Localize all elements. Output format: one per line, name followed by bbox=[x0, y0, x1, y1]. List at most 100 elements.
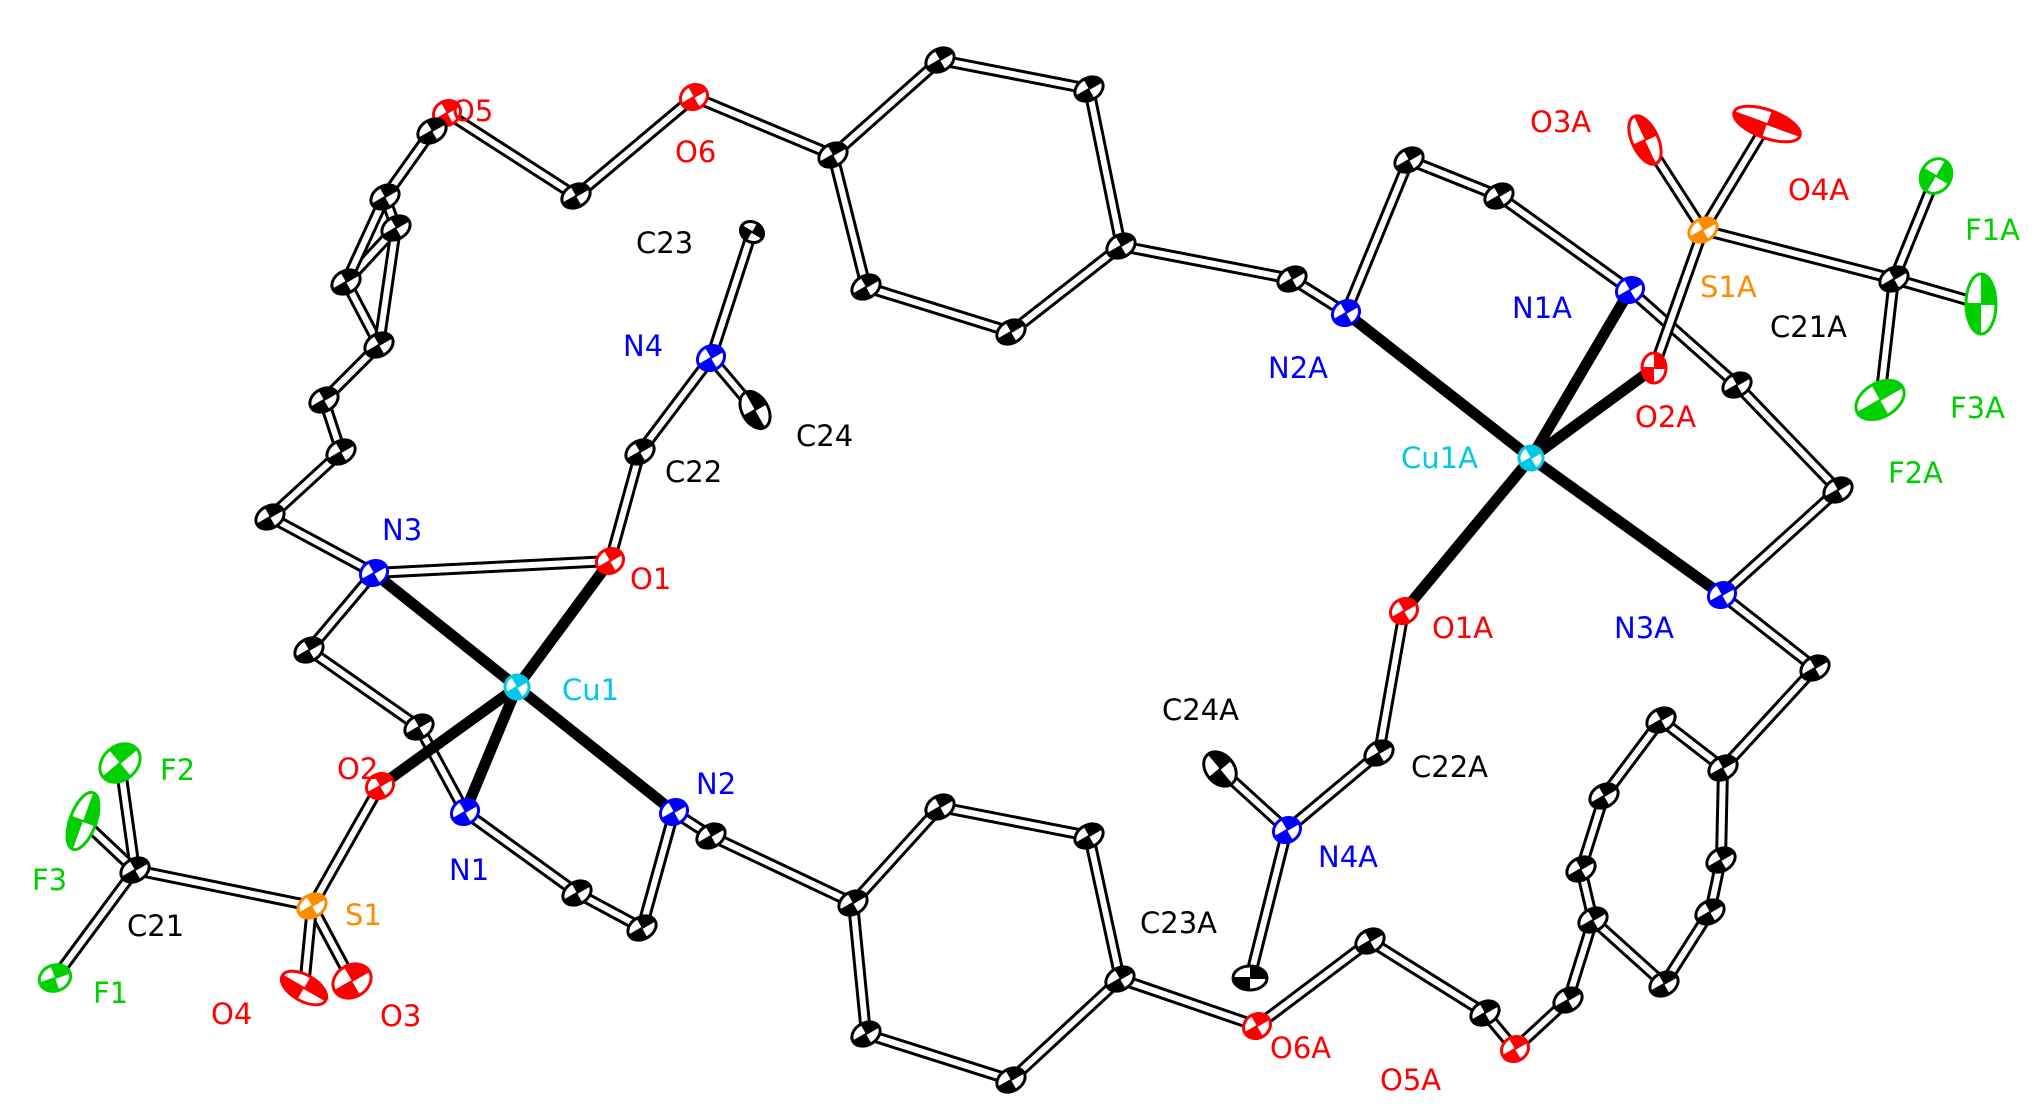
atom-octant bbox=[122, 870, 141, 883]
coordination-bond bbox=[1525, 362, 1660, 464]
atom-f3 bbox=[65, 790, 101, 852]
bond-fill bbox=[1700, 121, 1770, 233]
principal-axis bbox=[1278, 270, 1306, 288]
principal-axis bbox=[1075, 827, 1103, 845]
atom-r2a bbox=[924, 46, 956, 74]
atom-r1d bbox=[363, 331, 395, 359]
principal-axis bbox=[506, 680, 528, 694]
principal-axis bbox=[1824, 481, 1852, 499]
bond-fill bbox=[830, 57, 943, 158]
atom-r2e bbox=[850, 273, 882, 301]
atom-r1g bbox=[254, 503, 286, 531]
coordination-bond bbox=[511, 681, 680, 818]
atom-octant bbox=[1083, 76, 1102, 89]
atom-o2a bbox=[1640, 351, 1668, 385]
atom-f2 bbox=[98, 742, 142, 784]
principal-axis bbox=[597, 553, 623, 569]
atom-octant bbox=[1005, 1067, 1024, 1080]
atom-c23a bbox=[1231, 964, 1269, 992]
atom-n4a bbox=[1271, 815, 1303, 845]
atom-n3 bbox=[358, 558, 390, 588]
atom-cn2a bbox=[1276, 265, 1308, 293]
atom-octant bbox=[1708, 860, 1727, 873]
principal-axis bbox=[1579, 911, 1607, 929]
principal-axis bbox=[926, 798, 954, 816]
atom-octant bbox=[103, 763, 131, 783]
principal-axis bbox=[405, 718, 433, 736]
atom-octant bbox=[406, 727, 425, 740]
atom-c24 bbox=[738, 390, 772, 430]
atom-octant bbox=[334, 981, 360, 999]
bond-fill bbox=[1406, 157, 1502, 199]
bond-fill bbox=[1700, 227, 1897, 282]
atom-r3a bbox=[1707, 754, 1739, 782]
bond-fill bbox=[1343, 157, 1412, 316]
bond-fill bbox=[639, 809, 677, 931]
label-C21A: C21A bbox=[1770, 310, 1847, 344]
atom-octant bbox=[311, 400, 330, 413]
bond-fill bbox=[1118, 243, 1295, 282]
atom-r3d bbox=[1565, 855, 1597, 883]
principal-axis bbox=[256, 508, 284, 526]
label-C24: C24 bbox=[796, 419, 853, 453]
atom-octant bbox=[571, 880, 590, 893]
principal-axis bbox=[852, 1025, 880, 1043]
atom-s1a bbox=[1687, 216, 1719, 244]
atom-ca3 bbox=[1721, 371, 1753, 399]
atom-octant bbox=[419, 131, 438, 144]
atom-r1a bbox=[369, 183, 401, 211]
atom-octant bbox=[1244, 1026, 1263, 1039]
principal-axis bbox=[1333, 305, 1359, 321]
label-C22: C22 bbox=[665, 455, 722, 489]
bond-fill bbox=[637, 355, 714, 455]
label-O1: O1 bbox=[630, 562, 671, 596]
principal-axis bbox=[819, 146, 847, 164]
principal-axis bbox=[1880, 270, 1908, 288]
principal-axis bbox=[1554, 991, 1582, 1009]
atom-octant bbox=[1871, 380, 1903, 400]
atom-octant bbox=[1525, 446, 1542, 458]
atom-octant bbox=[1591, 796, 1610, 809]
bond-fill bbox=[343, 194, 388, 285]
atom-r2f bbox=[817, 141, 849, 169]
atom-r3h bbox=[1705, 846, 1737, 874]
atom-cn2a bbox=[695, 822, 727, 850]
bond-fill bbox=[132, 867, 315, 909]
atom-octant bbox=[927, 807, 946, 820]
principal-axis bbox=[1471, 1004, 1499, 1022]
bond-fill bbox=[708, 833, 856, 906]
label-N2: N2 bbox=[696, 767, 736, 801]
atom-co5aa bbox=[1469, 999, 1501, 1027]
atom-octant bbox=[1568, 869, 1587, 882]
atom-octant bbox=[335, 439, 354, 452]
label-C23: C23 bbox=[636, 226, 693, 260]
atom-octant bbox=[373, 332, 392, 345]
principal-axis bbox=[1365, 744, 1393, 762]
atom-octant bbox=[1398, 598, 1417, 611]
bond-fill bbox=[1719, 592, 1818, 671]
principal-axis bbox=[1208, 759, 1232, 779]
atom-octant bbox=[459, 799, 478, 812]
label-N2A: N2A bbox=[1268, 351, 1328, 385]
principal-axis bbox=[39, 971, 71, 985]
atom-cn1a bbox=[561, 879, 593, 907]
atom-octant bbox=[1587, 907, 1606, 920]
coordination-bond bbox=[1525, 284, 1636, 464]
atom-f1 bbox=[37, 963, 73, 993]
principal-axis bbox=[1274, 822, 1300, 838]
principal-axis bbox=[361, 565, 387, 581]
atom-octant bbox=[1981, 274, 1996, 304]
atom-octant bbox=[1486, 196, 1505, 209]
atom-r3g bbox=[1694, 898, 1726, 926]
coordination-bond bbox=[1398, 452, 1537, 617]
atom-octant bbox=[333, 282, 352, 295]
atom-octant bbox=[1562, 987, 1581, 1000]
atom-octant bbox=[1333, 313, 1352, 326]
label-N3: N3 bbox=[382, 513, 422, 547]
bond-fill bbox=[708, 229, 755, 361]
atom-r3c bbox=[1588, 782, 1620, 810]
atom-octant bbox=[1710, 768, 1729, 781]
label-O1A: O1A bbox=[1432, 611, 1493, 645]
atom-r4b bbox=[1073, 822, 1105, 850]
principal-axis bbox=[295, 641, 323, 659]
